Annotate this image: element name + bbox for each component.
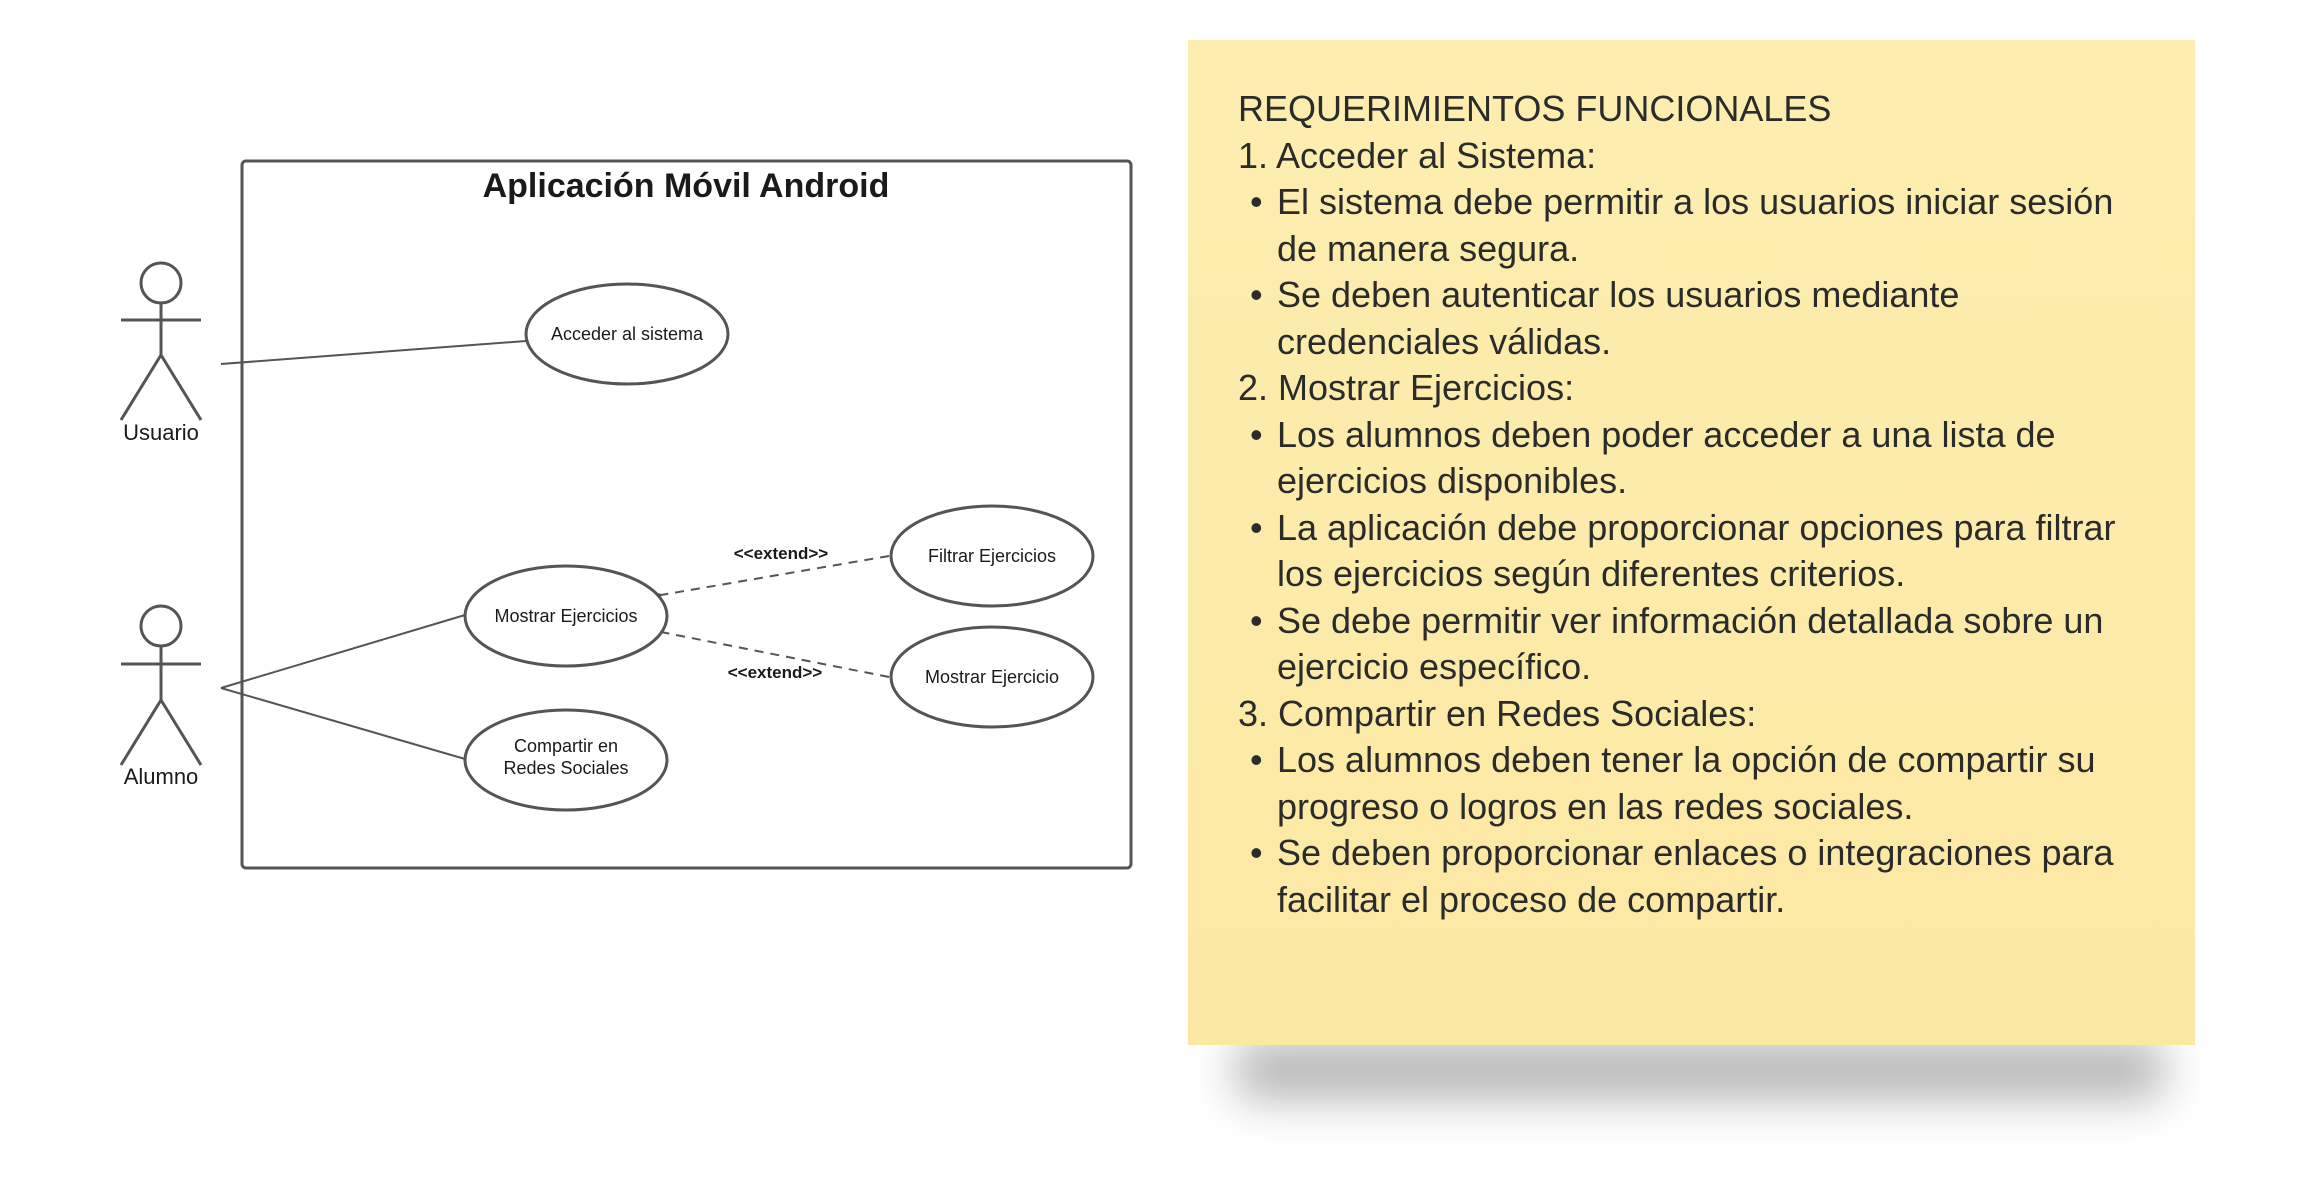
extend-label-mostrar-ejercicio: <<extend>> [728, 663, 823, 682]
extend-mostrar-ejercicio-arrow [661, 632, 890, 678]
bullet-glyph: • [1250, 599, 1263, 641]
bullet-item: • Se deben proporcionar enlaces o integra… [1238, 830, 2155, 923]
actor-alumno [119, 604, 203, 766]
bullet-item: • Se deben autenticar los usuarios median… [1238, 272, 2155, 365]
extend-filtrar-arrow [661, 555, 890, 595]
bullet-text: La aplicación debe proporcionar opciones… [1277, 506, 2116, 595]
bullet-text: Los alumnos deben poder acceder a una li… [1277, 413, 2056, 502]
use-case-mostrar-ejercicio-label: Mostrar Ejercicio [925, 667, 1059, 687]
bullet-glyph: • [1250, 274, 1263, 315]
bullet-text: El sistema debe permitir a los usuarios … [1277, 181, 2114, 269]
requirement-section: 1. Acceder al Sistema: • El sistema debe … [1238, 133, 2155, 366]
bullet-item: • Los alumnos deben tener la opción de co… [1238, 737, 2155, 830]
use-case-compartir-redes [463, 708, 669, 812]
bullet-list: • Los alumnos deben poder acceder a una l… [1238, 412, 2155, 691]
use-case-mostrar-ejercicios [463, 564, 669, 668]
actor-usuario [119, 261, 203, 421]
bullet-glyph: • [1250, 739, 1263, 780]
association-alumno-compartir [220, 687, 466, 760]
extend-label-filtrar: <<extend>> [734, 544, 829, 563]
use-case-mostrar-ejercicio [889, 625, 1095, 729]
bullet-item: • La aplicación debe proporcionar opcione… [1238, 505, 2155, 598]
bullet-list: • Los alumnos deben tener la opción de co… [1238, 737, 2155, 923]
bullet-item: • Se debe permitir ver información detall… [1238, 598, 2155, 691]
bullet-glyph: • [1250, 413, 1263, 455]
use-case-compartir-label-line2: Redes Sociales [503, 758, 628, 778]
note-heading: REQUERIMIENTOS FUNCIONALES [1238, 88, 1832, 129]
actor-usuario-label: Usuario [123, 420, 199, 445]
actor-alumno-label: Alumno [124, 764, 199, 789]
bullet-text: Los alumnos deben tener la opción de com… [1277, 739, 2096, 827]
use-case-acceder-label: Acceder al sistema [551, 324, 704, 344]
use-case-acceder-al-sistema [524, 282, 730, 386]
system-title: Aplicación Móvil Android [483, 167, 890, 205]
bullet-text: Se deben proporcionar enlaces o integrac… [1277, 832, 2114, 920]
association-alumno-mostrar [220, 614, 466, 689]
section-title: 2. Mostrar Ejercicios: [1238, 367, 1575, 408]
use-case-diagram: Aplicación Móvil Android Usuario Alumno … [119, 159, 1133, 870]
bullet-text: Se deben autenticar los usuarios mediant… [1277, 274, 1960, 362]
bullet-text: Se debe permitir ver información detalla… [1277, 599, 2104, 688]
bullet-item: • Los alumnos deben poder acceder a una l… [1238, 412, 2155, 505]
bullet-glyph: • [1250, 181, 1263, 222]
requirement-section: 2. Mostrar Ejercicios: • Los alumnos debe… [1238, 365, 2155, 691]
sticky-note-shadow [1235, 1040, 2165, 1100]
bullet-item: • El sistema debe permitir a los usuarios… [1238, 179, 2155, 272]
system-boundary [240, 159, 1133, 870]
use-case-filtrar-ejercicios [889, 504, 1095, 608]
section-title: 3. Compartir en Redes Sociales: [1238, 692, 1757, 734]
section-title: 1. Acceder al Sistema: [1238, 134, 1597, 176]
use-case-compartir-label-line1: Compartir en [514, 736, 618, 756]
requirement-section: 3. Compartir en Redes Sociales: • Los alu… [1238, 691, 2155, 924]
bullet-list: • El sistema debe permitir a los usuarios… [1238, 179, 2155, 365]
use-case-filtrar-label: Filtrar Ejercicios [928, 546, 1056, 566]
bullet-glyph: • [1250, 832, 1263, 873]
bullet-glyph: • [1250, 506, 1263, 548]
sticky-note-requirements: REQUERIMIENTOS FUNCIONALES 1. Acceder al… [1188, 40, 2195, 1045]
association-usuario-acceder [220, 340, 527, 365]
use-case-mostrar-ejercicios-label: Mostrar Ejercicios [494, 606, 637, 626]
